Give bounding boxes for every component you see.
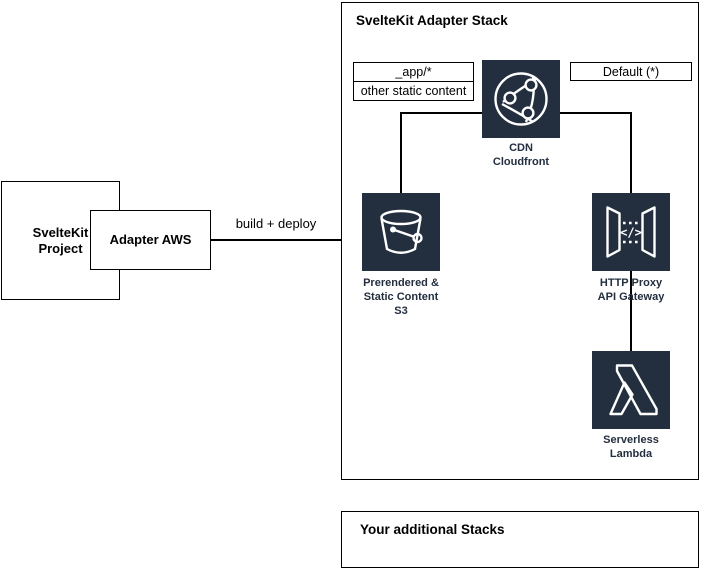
lambda-node: [592, 351, 670, 429]
additional-stacks-box: Your additional Stacks: [341, 511, 699, 568]
s3-to-cdn-line-vertical: [400, 112, 402, 194]
cloudfront-globe-icon: [494, 72, 548, 126]
cdn-to-api-line-vertical: [630, 112, 632, 194]
static-routes-box: _app/* other static content: [353, 62, 474, 101]
api-to-lambda-line: [630, 271, 632, 352]
route-static-label: other static content: [354, 81, 473, 100]
route-default-box: Default (*): [570, 62, 692, 81]
additional-stacks-title: Your additional Stacks: [360, 522, 505, 537]
sveltekit-project-label: SvelteKit Project: [32, 224, 89, 256]
api-gateway-icon: </>: [606, 206, 656, 258]
lambda-node-label: Serverless Lambda: [603, 434, 659, 460]
cdn-to-api-line-horizontal: [560, 112, 631, 114]
adapter-stack-title: SvelteKit Adapter Stack: [356, 13, 508, 28]
api-gateway-code-glyph: </>: [620, 226, 642, 240]
route-default-label: Default (*): [602, 64, 660, 79]
adapter-aws-label: Adapter AWS: [109, 232, 192, 248]
cloudfront-node-label: CDN Cloudfront: [492, 142, 550, 168]
api-gateway-node-label: HTTP Proxy API Gateway: [597, 277, 665, 303]
s3-node: [362, 193, 440, 271]
cloudfront-node: [482, 60, 560, 138]
s3-to-cdn-line-horizontal: [400, 112, 483, 114]
api-gateway-node: </>: [592, 193, 670, 271]
s3-node-label: Prerendered & Static Content S3: [363, 277, 439, 317]
build-deploy-connector-line: [211, 239, 341, 241]
lambda-icon: [609, 364, 658, 416]
adapter-aws-box: Adapter AWS: [90, 210, 211, 270]
s3-bucket-icon: [380, 209, 423, 254]
route-app-label: _app/*: [354, 63, 473, 81]
build-deploy-label: build + deploy: [235, 216, 317, 231]
